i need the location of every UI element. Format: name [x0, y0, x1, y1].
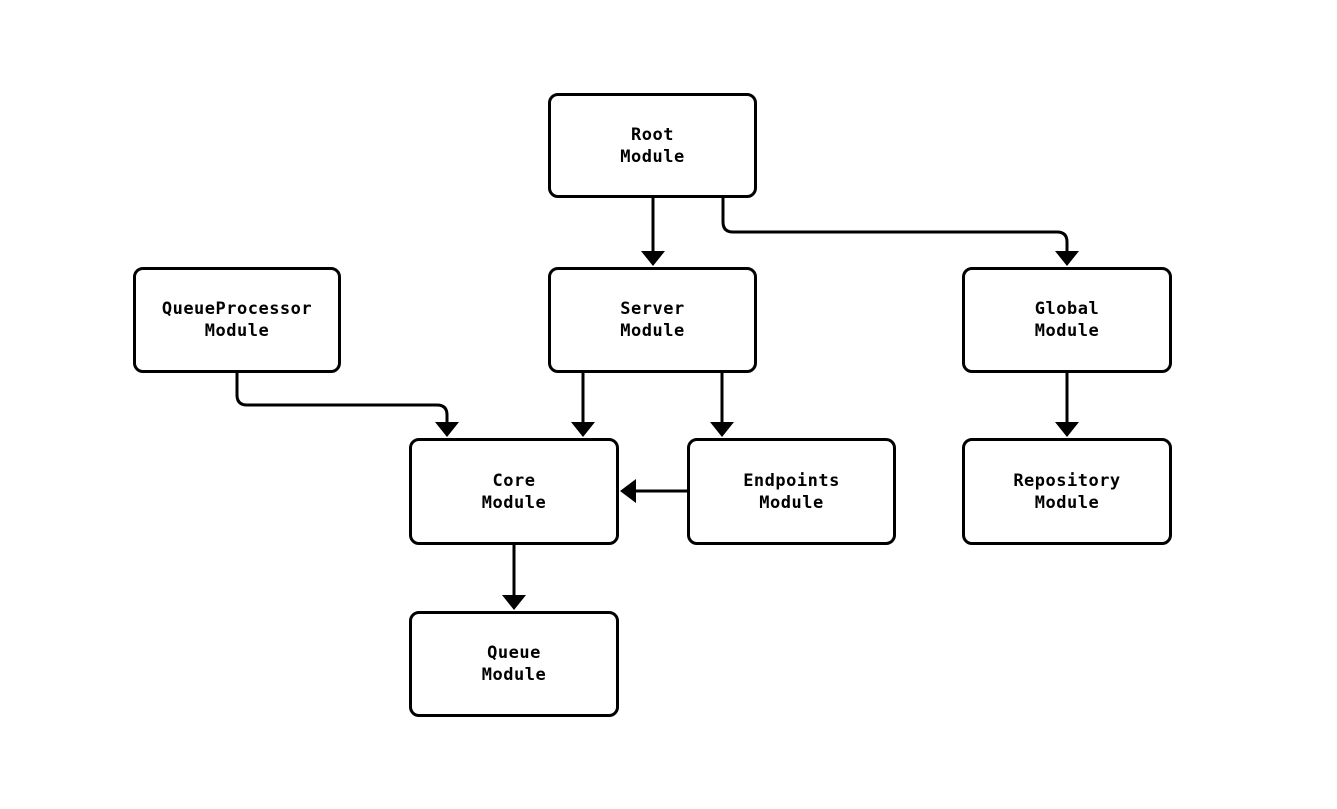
node-queue-module: Queue Module — [409, 611, 619, 717]
arrowhead-left-icon — [620, 479, 636, 503]
node-core-module: Core Module — [409, 438, 619, 545]
arrowhead-down-icon — [710, 422, 734, 437]
arrowhead-down-icon — [435, 422, 459, 437]
arrowhead-down-icon — [1055, 251, 1079, 266]
edge-server-core — [571, 373, 595, 437]
edge-global-repository — [1055, 373, 1079, 437]
arrowhead-down-icon — [641, 251, 665, 266]
arrowhead-down-icon — [1055, 422, 1079, 437]
arrowhead-down-icon — [571, 422, 595, 437]
edge-root-global — [721, 198, 1079, 266]
node-endpoints-module: Endpoints Module — [687, 438, 896, 545]
node-queueprocessor-module: QueueProcessor Module — [133, 267, 341, 373]
edge-endpoints-core — [620, 479, 687, 503]
edge-queueprocessor-core — [235, 373, 459, 437]
edge-server-endpoints — [710, 373, 734, 437]
node-repository-module: Repository Module — [962, 438, 1172, 545]
node-root-module: Root Module — [548, 93, 757, 198]
node-server-module: Server Module — [548, 267, 757, 373]
edge-root-server — [641, 198, 665, 266]
edge-core-queue — [502, 545, 526, 610]
node-global-module: Global Module — [962, 267, 1172, 373]
arrowhead-down-icon — [502, 595, 526, 610]
